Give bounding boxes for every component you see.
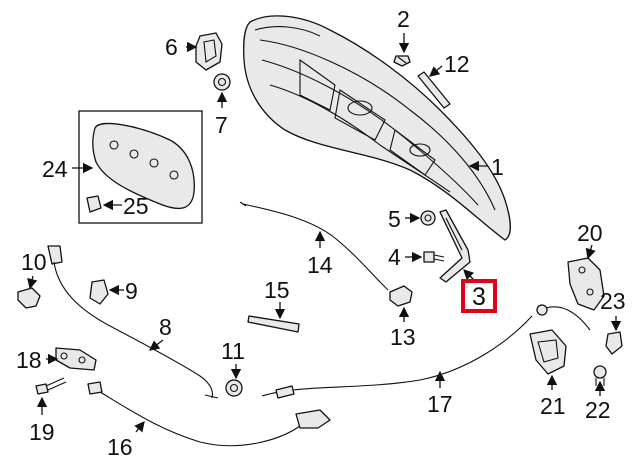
leader-16 (134, 420, 145, 433)
secondary-cable (87, 381, 331, 447)
label-10: 10 (21, 249, 47, 275)
release-cable (47, 245, 219, 399)
hinge-bolt (423, 251, 445, 263)
label-17: 17 (427, 391, 453, 417)
hood-seal (247, 315, 300, 333)
latch-bracket (195, 32, 223, 71)
cable-grommet (225, 379, 243, 397)
latch-clip (605, 331, 623, 355)
nut (213, 73, 231, 91)
highlight-box-3 (461, 279, 497, 313)
label-14: 14 (307, 252, 333, 278)
insulator-clip (86, 195, 102, 213)
hood-hinge (439, 209, 471, 283)
label-11: 11 (221, 338, 245, 364)
label-5: 5 (388, 206, 401, 232)
label-1: 1 (491, 154, 504, 180)
leader-20 (585, 244, 596, 260)
latch-support (55, 347, 97, 371)
label-9: 9 (125, 278, 138, 304)
hood-latch (567, 257, 605, 311)
latch-mount-bolt (593, 365, 607, 386)
release-handle (89, 279, 109, 305)
label-21: 21 (540, 393, 566, 419)
latch-bolt (35, 377, 67, 395)
leader-8 (148, 339, 164, 351)
label-4: 4 (388, 244, 401, 270)
label-18: 18 (16, 347, 42, 373)
label-2: 2 (397, 6, 410, 32)
label-12: 12 (444, 51, 470, 77)
label-6: 6 (165, 34, 178, 60)
label-19: 19 (29, 419, 55, 445)
label-25: 25 (123, 193, 149, 219)
prop-rod (239, 201, 389, 291)
bump-stop (393, 55, 411, 67)
prop-rod-clip (389, 285, 413, 307)
release-handle-bracket (17, 287, 41, 309)
hood-panel (243, 15, 511, 241)
label-23: 23 (600, 288, 626, 314)
label-8: 8 (159, 314, 172, 340)
hinge-nut (420, 210, 436, 226)
latch-assembly (529, 329, 567, 375)
label-15: 15 (264, 277, 290, 303)
label-3: 3 (472, 283, 486, 311)
label-20: 20 (577, 220, 603, 246)
label-24: 24 (42, 156, 68, 182)
leader-12 (429, 65, 443, 77)
label-13: 13 (390, 324, 416, 350)
label-7: 7 (215, 112, 228, 138)
latch-cable (261, 304, 591, 399)
label-16: 16 (107, 434, 133, 460)
leader-10 (27, 275, 38, 290)
label-22: 22 (585, 397, 611, 423)
seal-strip (417, 71, 451, 109)
hood-insulator (92, 122, 195, 210)
